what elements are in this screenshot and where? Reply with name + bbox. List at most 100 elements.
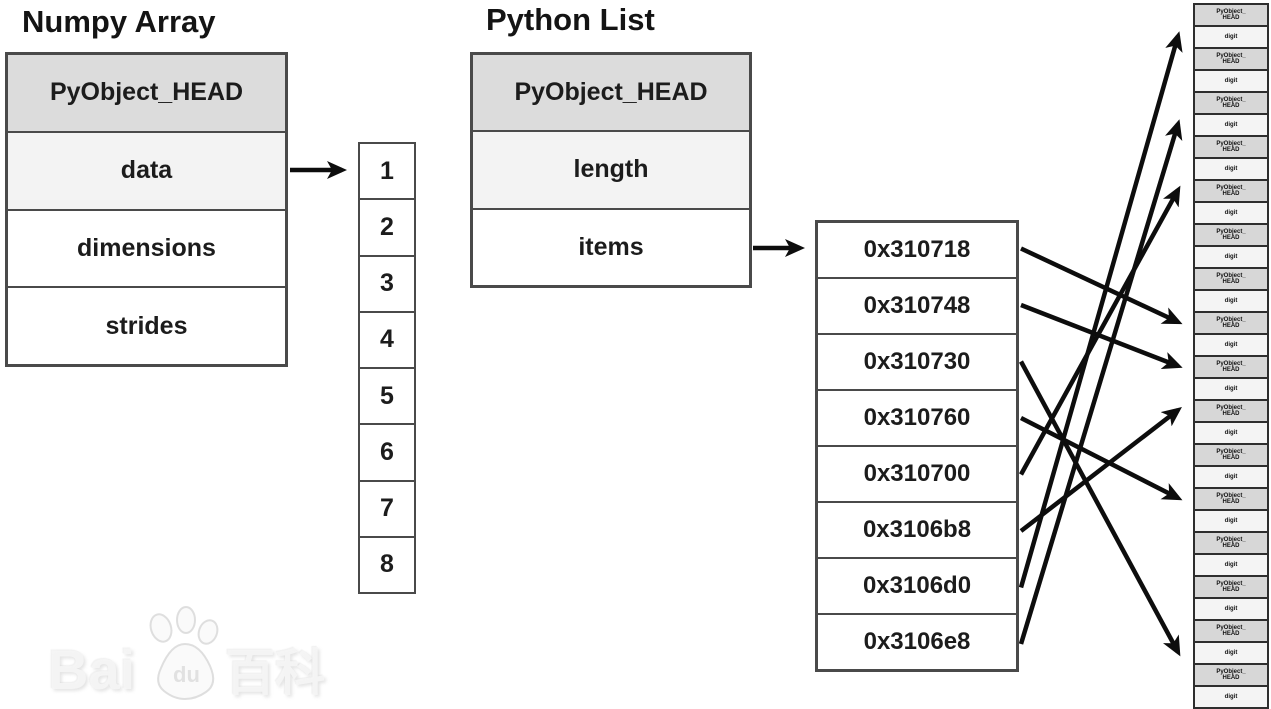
pyobject-head-line1: PyObject_	[1216, 360, 1246, 367]
pyobject-digit-cell-11: digit	[1195, 511, 1267, 533]
pyobject-head-cell-0: PyObject_HEAD	[1195, 5, 1267, 27]
pyobject-head-line2: HEAD	[1222, 587, 1240, 593]
baidu-baike-watermark: Bai du 百科	[48, 588, 328, 701]
pyobject-digit-label: digit	[1224, 209, 1238, 216]
pyobject-digit-cell-8: digit	[1195, 379, 1267, 401]
pyobject-head-line2: HEAD	[1222, 147, 1240, 153]
pyobject-head-line1: PyObject_	[1216, 624, 1246, 631]
pyobject-digit-label: digit	[1224, 649, 1238, 656]
pyobject-head-cell-1: PyObject_HEAD	[1195, 49, 1267, 71]
pyobject-head-cell-5: PyObject_HEAD	[1195, 225, 1267, 247]
pyobject-digit-label: digit	[1224, 385, 1238, 392]
python-list-title: Python List	[486, 2, 655, 37]
pyobject-head-line2: HEAD	[1222, 543, 1240, 549]
arrow-pointer-6-to-object	[1018, 31, 1183, 589]
pyobject-digit-cell-6: digit	[1195, 291, 1267, 313]
arrow-pointer-7-to-object	[1018, 119, 1183, 645]
pyobject-head-cell-7: PyObject_HEAD	[1195, 313, 1267, 335]
watermark-text-bai: Bai	[48, 638, 136, 701]
buffer-cell-5: 6	[360, 425, 414, 482]
numpy-row-2: dimensions	[8, 210, 285, 289]
pyobject-head-line1: PyObject_	[1216, 272, 1246, 279]
pyobject-head-line2: HEAD	[1222, 499, 1240, 505]
buffer-cell-2: 3	[360, 256, 414, 313]
pointer-address-4: 0x310700	[818, 447, 1016, 503]
pyobject-head-line2: HEAD	[1222, 675, 1240, 681]
numpy-row-0: PyObject_HEAD	[8, 55, 285, 133]
pyobject-head-line2: HEAD	[1222, 59, 1240, 65]
pyobject-head-line2: HEAD	[1222, 411, 1240, 417]
buffer-cell-4: 5	[360, 369, 414, 426]
numpy-row-1: data	[8, 132, 285, 211]
pyobject-digit-label: digit	[1224, 561, 1238, 568]
pyobject-head-line1: PyObject_	[1216, 448, 1246, 455]
pyobject-head-line1: PyObject_	[1216, 96, 1246, 103]
pyobject-digit-label: digit	[1224, 165, 1238, 172]
pyobject-digit-cell-3: digit	[1195, 159, 1267, 181]
pyobject-digit-label: digit	[1224, 253, 1238, 260]
pyobject-digit-label: digit	[1224, 605, 1238, 612]
pyobject-head-cell-9: PyObject_HEAD	[1195, 401, 1267, 423]
pyobject-digit-cell-5: digit	[1195, 247, 1267, 269]
pyobject-digit-label: digit	[1224, 341, 1238, 348]
pyobject-head-line2: HEAD	[1222, 455, 1240, 461]
pyobject-digit-cell-1: digit	[1195, 71, 1267, 93]
pyobject-head-cell-8: PyObject_HEAD	[1195, 357, 1267, 379]
pyobject-head-cell-14: PyObject_HEAD	[1195, 621, 1267, 643]
pyobject-head-line2: HEAD	[1222, 103, 1240, 109]
pyobject-head-cell-15: PyObject_HEAD	[1195, 665, 1267, 687]
pointer-address-6: 0x3106d0	[818, 559, 1016, 615]
pyobject-head-line1: PyObject_	[1216, 52, 1246, 59]
pyobject-head-line1: PyObject_	[1216, 492, 1246, 499]
buffer-cell-7: 8	[360, 537, 414, 592]
pyobject-head-cell-2: PyObject_HEAD	[1195, 93, 1267, 115]
arrow-pointer-5-to-object	[1019, 406, 1182, 533]
pyobject-head-line2: HEAD	[1222, 631, 1240, 637]
pyobject-head-line2: HEAD	[1222, 15, 1240, 21]
arrow-pointer-0-to-object	[1020, 246, 1183, 325]
buffer-cell-6: 7	[360, 481, 414, 538]
pyobject-head-line1: PyObject_	[1216, 140, 1246, 147]
baidu-paw-icon: du	[149, 606, 219, 701]
arrow-pointer-2-to-object	[1019, 360, 1181, 657]
pyobject-digit-label: digit	[1224, 297, 1238, 304]
pyobject-head-line2: HEAD	[1222, 191, 1240, 197]
pyobject-head-line1: PyObject_	[1216, 668, 1246, 675]
pyobject-head-line1: PyObject_	[1216, 580, 1246, 587]
pyobject-digit-label: digit	[1224, 77, 1238, 84]
numpy-array-title: Numpy Array	[22, 4, 216, 39]
watermark-text-baike: 百科	[225, 645, 326, 701]
pyobject-head-line2: HEAD	[1222, 235, 1240, 241]
pyobject-digit-label: digit	[1224, 429, 1238, 436]
python-row-0: PyObject_HEAD	[473, 55, 749, 133]
pyobject-digit-cell-0: digit	[1195, 27, 1267, 49]
python-row-2: items	[473, 209, 749, 285]
pyobject-head-line2: HEAD	[1222, 279, 1240, 285]
pyobject-digit-label: digit	[1224, 473, 1238, 480]
pyobject-digit-label: digit	[1224, 33, 1238, 40]
pyobject-head-cell-13: PyObject_HEAD	[1195, 577, 1267, 599]
pyobject-digit-cell-4: digit	[1195, 203, 1267, 225]
pyobject-digit-cell-12: digit	[1195, 555, 1267, 577]
pyobject-digit-cell-2: digit	[1195, 115, 1267, 137]
pyobject-digit-cell-10: digit	[1195, 467, 1267, 489]
pyobject-head-cell-3: PyObject_HEAD	[1195, 137, 1267, 159]
arrow-pointer-3-to-object	[1019, 415, 1183, 501]
pyobject-head-line1: PyObject_	[1216, 404, 1246, 411]
pointer-address-0: 0x310718	[818, 223, 1016, 279]
pyobject-digit-cell-15: digit	[1195, 687, 1267, 709]
pyobject-digit-label: digit	[1224, 121, 1238, 128]
pyobject-head-line1: PyObject_	[1216, 184, 1246, 191]
buffer-cell-1: 2	[360, 200, 414, 257]
arrow-pointer-1-to-object	[1020, 302, 1183, 369]
python-row-1: length	[473, 132, 749, 210]
pyobject-head-cell-4: PyObject_HEAD	[1195, 181, 1267, 203]
pointer-address-5: 0x3106b8	[818, 503, 1016, 559]
pyobject-head-line1: PyObject_	[1216, 536, 1246, 543]
